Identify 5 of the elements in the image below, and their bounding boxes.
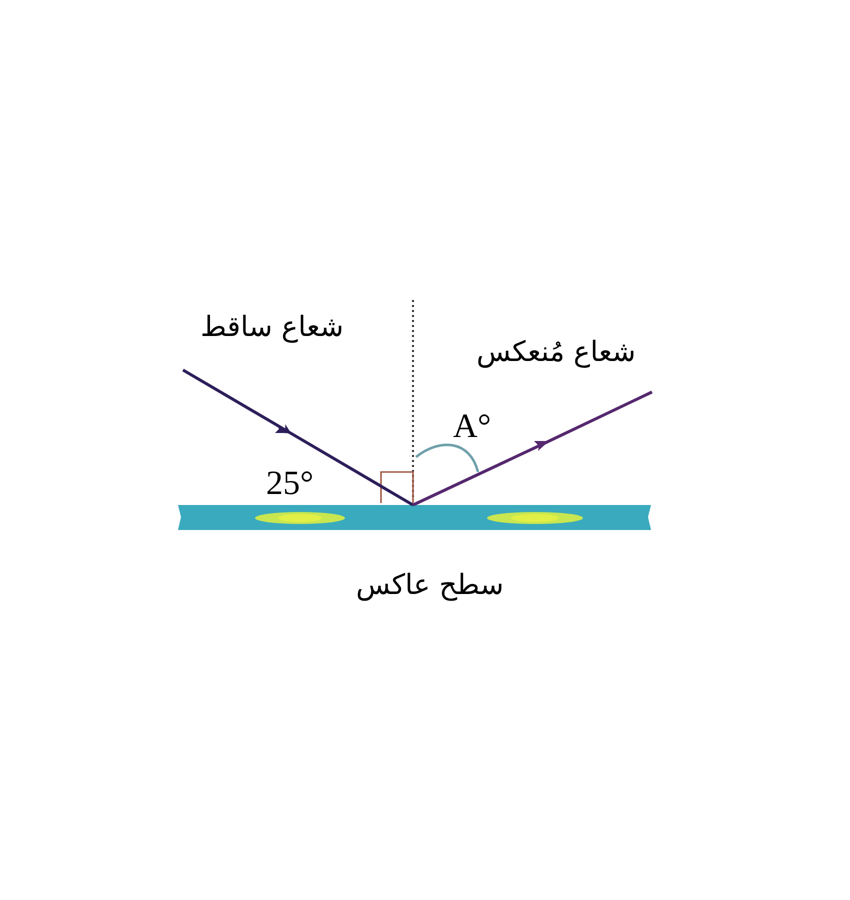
label: شعاع مُنعكس (476, 338, 636, 366)
label: سطح عاكس (356, 571, 504, 599)
label: 25° (266, 467, 314, 501)
label: شعاع ساقط (200, 313, 344, 341)
label: A° (453, 410, 492, 444)
